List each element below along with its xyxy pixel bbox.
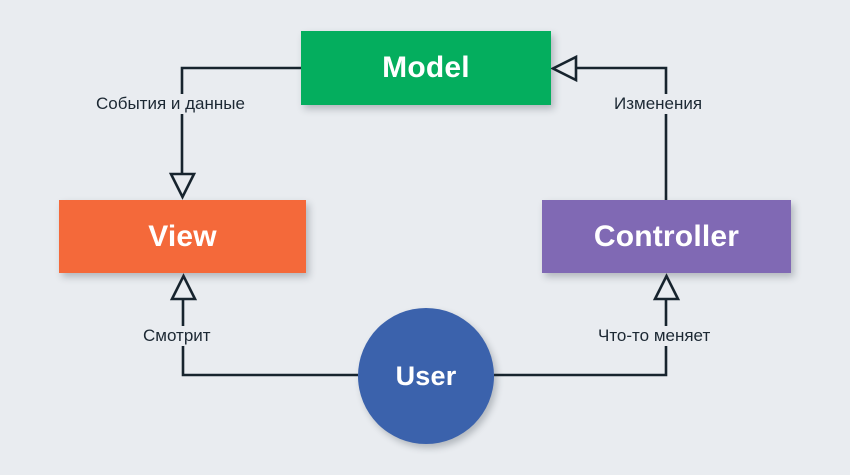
edge-controller-to-model [550, 54, 668, 200]
node-user-label: User [395, 360, 457, 391]
node-view-label: View [148, 219, 217, 253]
edge-label-user-to-controller: Что-то меняет [593, 326, 716, 346]
node-controller[interactable]: Controller [542, 200, 791, 273]
node-user[interactable]: User [358, 308, 494, 444]
edge-label-user-to-view: Смотрит [138, 326, 216, 346]
edge-label-controller-to-model: Изменения [609, 94, 708, 114]
edge-model-to-view [168, 66, 301, 200]
node-view[interactable]: View [59, 200, 306, 273]
edge-label-model-to-view: События и данные [91, 94, 250, 114]
node-model[interactable]: Model [301, 31, 551, 105]
node-model-label: Model [382, 51, 470, 84]
node-controller-label: Controller [593, 219, 740, 253]
